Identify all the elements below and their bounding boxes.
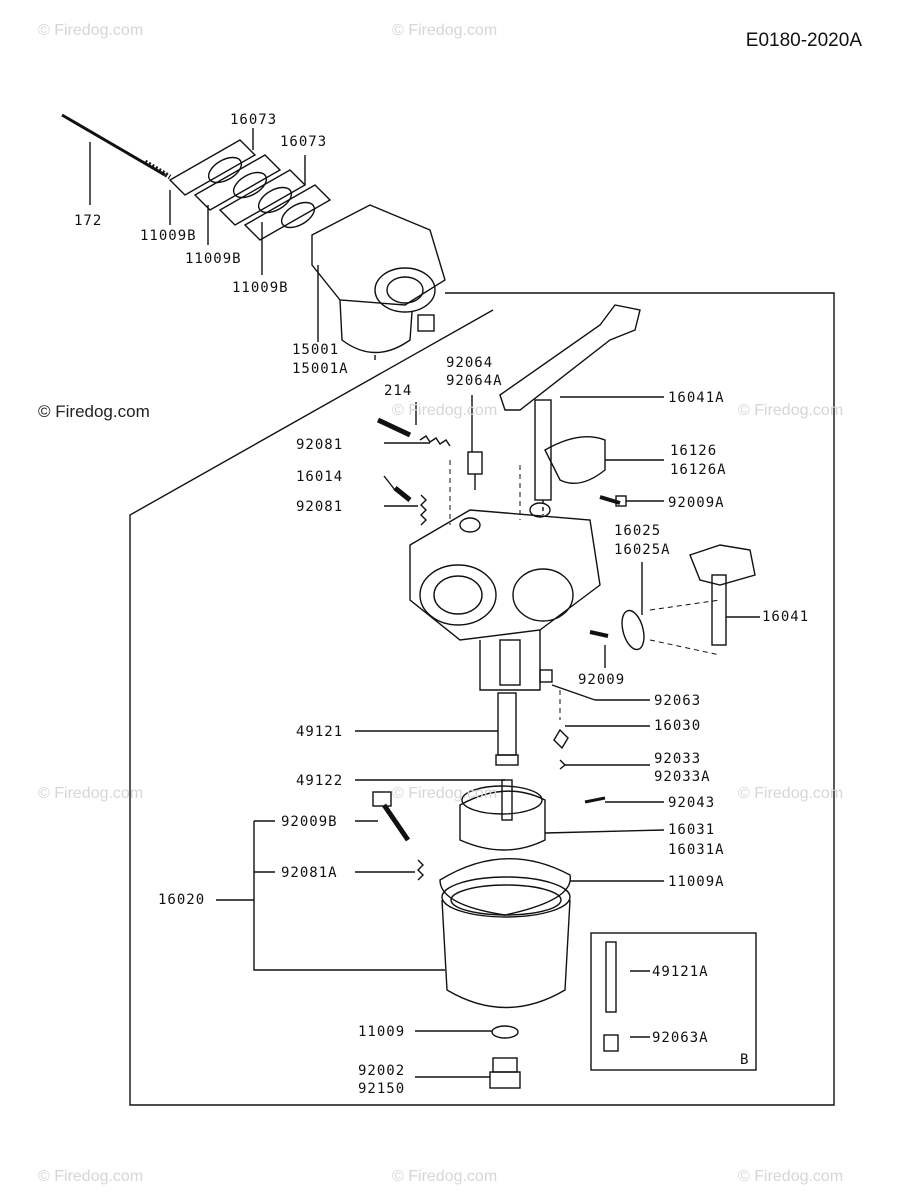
choke-lever: [499, 304, 641, 515]
throttle-plate: [621, 609, 645, 651]
label-92064: 92064: [446, 355, 494, 371]
label-15001a: 15001A: [292, 361, 349, 377]
label-16041: 16041: [762, 609, 810, 625]
watermark: © Firedog.com: [38, 22, 144, 39]
label-16014: 16014: [296, 469, 344, 485]
label-16041a: 16041A: [668, 390, 725, 406]
watermark: © Firedog.com: [392, 402, 498, 419]
watermark: © Firedog.com: [38, 1168, 144, 1185]
label-16030: 16030: [654, 718, 702, 734]
label-92063: 92063: [654, 693, 702, 709]
label-92081: 92081: [296, 437, 344, 453]
label-49121a: 49121A: [652, 964, 709, 980]
label-11009b: 11009B: [185, 251, 242, 267]
label-16025: 16025: [614, 523, 662, 539]
label-11009b: 11009B: [140, 228, 197, 244]
label-49121: 49121: [296, 724, 344, 740]
inset-parts: [603, 941, 619, 1052]
screw-92009b: [372, 791, 424, 881]
drain-bolt: [489, 1057, 521, 1089]
label-16031: 16031: [668, 822, 716, 838]
label-214: 214: [384, 383, 413, 399]
label-92043: 92043: [668, 795, 716, 811]
bowl-gasket: [439, 858, 571, 916]
float-bowl: [441, 876, 571, 1009]
carburetor-assembly-small: [311, 204, 446, 360]
label-16020: 16020: [158, 892, 206, 908]
label-92002: 92002: [358, 1063, 406, 1079]
frame-outline: [129, 292, 835, 1106]
label-172: 172: [74, 213, 103, 229]
label-15001: 15001: [292, 342, 340, 358]
label-11009b: 11009B: [232, 280, 289, 296]
watermark: © Firedog.com: [38, 785, 144, 802]
stud-172: [61, 113, 166, 177]
label-16073: 16073: [230, 112, 278, 128]
label-92081: 92081: [296, 499, 344, 515]
label-16031a: 16031A: [668, 842, 725, 858]
label-11009: 11009: [358, 1024, 406, 1040]
label-92064a: 92064A: [446, 373, 503, 389]
watermark: © Firedog.com: [392, 1168, 498, 1185]
label-16126: 16126: [670, 443, 718, 459]
label-92009a: 92009A: [668, 495, 725, 511]
label-16126a: 16126A: [670, 462, 727, 478]
label-49122: 49122: [296, 773, 344, 789]
label-16073: 16073: [280, 134, 328, 150]
carburetor-body: [409, 502, 601, 691]
watermark: © Firedog.com: [738, 1168, 844, 1185]
watermark: © Firedog.com: [392, 22, 498, 39]
watermark: © Firedog.com: [738, 785, 844, 802]
throttle-lever: [689, 544, 756, 646]
label-92063a: 92063A: [652, 1030, 709, 1046]
label-92081a: 92081A: [281, 865, 338, 881]
inset-letter: B: [740, 1052, 750, 1068]
watermark: © Firedog.com: [738, 402, 844, 419]
diagram-code: E0180-2020A: [745, 30, 862, 51]
gasket-stack: [168, 139, 332, 241]
label-16025a: 16025A: [614, 542, 671, 558]
choke-plate: [544, 435, 606, 484]
washer-11009: [491, 1025, 519, 1039]
label-92009: 92009: [578, 672, 626, 688]
watermark: © Firedog.com: [392, 785, 498, 802]
label-92150: 92150: [358, 1081, 406, 1097]
inset-box: [590, 932, 757, 1071]
jet-92064: [467, 451, 483, 475]
label-92033a: 92033A: [654, 769, 711, 785]
watermark-strong: © Firedog.com: [38, 402, 150, 421]
screw-214: [376, 417, 412, 438]
label-92009b: 92009B: [281, 814, 338, 830]
screw-92009a: [599, 495, 627, 507]
emulsion-tube: [497, 692, 517, 756]
label-92033: 92033: [654, 751, 702, 767]
float: [459, 785, 546, 851]
label-11009a: 11009A: [668, 874, 725, 890]
